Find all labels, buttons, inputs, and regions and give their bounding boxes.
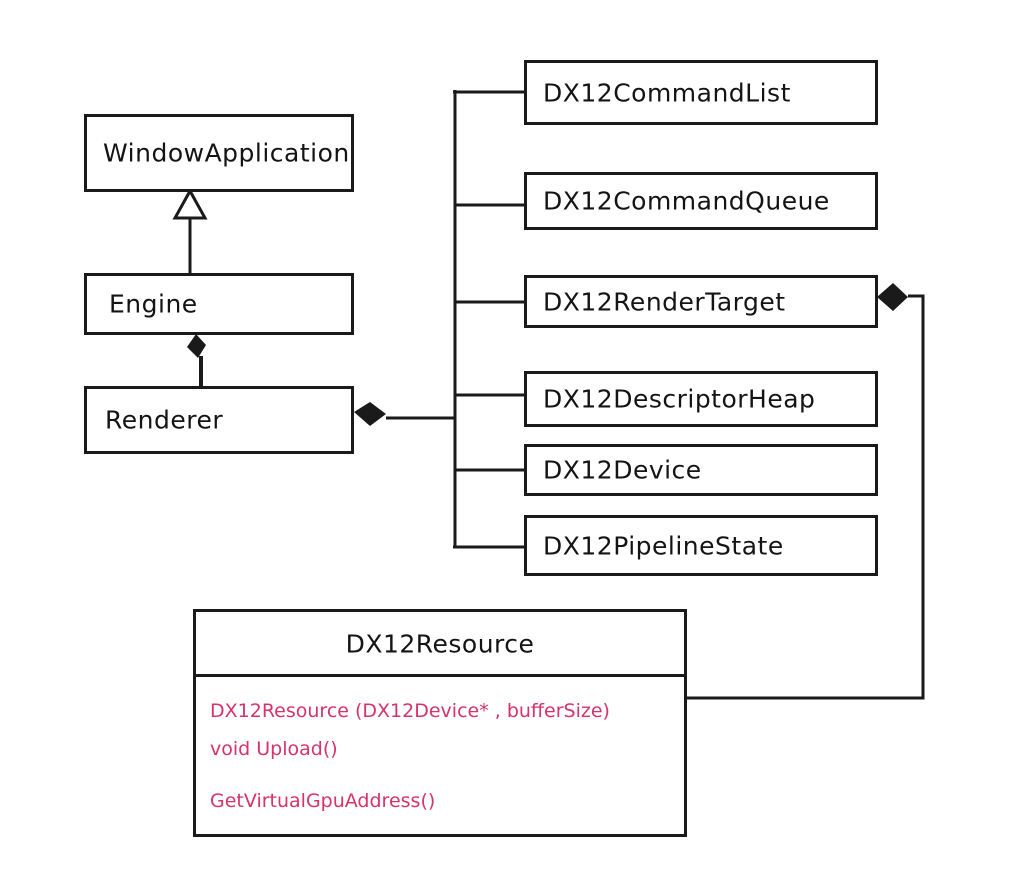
class-divider xyxy=(196,674,684,677)
class-dx12-device[interactable]: DX12Device xyxy=(524,444,878,496)
class-name: Renderer xyxy=(105,405,224,435)
class-window-application[interactable]: WindowApplication xyxy=(84,114,354,192)
class-dx12-pipeline-state[interactable]: DX12PipelineState xyxy=(524,515,878,576)
composition-line-resource-render-target xyxy=(685,294,925,700)
class-renderer[interactable]: Renderer xyxy=(84,386,354,454)
class-name: DX12DescriptorHeap xyxy=(543,384,816,414)
class-name: WindowApplication xyxy=(103,138,350,168)
composition-diamond-icon xyxy=(877,283,908,311)
class-name: DX12RenderTarget xyxy=(543,287,786,316)
class-name: DX12Resource xyxy=(345,629,535,659)
class-name: DX12CommandQueue xyxy=(543,186,830,216)
class-name: DX12Device xyxy=(543,455,702,485)
class-dx12-command-list[interactable]: DX12CommandList xyxy=(524,60,878,125)
class-dx12-descriptor-heap[interactable]: DX12DescriptorHeap xyxy=(524,371,878,427)
method-constructor: DX12Resource (DX12Device* , bufferSize) xyxy=(210,700,610,722)
class-header: DX12Resource xyxy=(196,612,684,676)
class-name: DX12CommandList xyxy=(543,78,791,107)
method-upload: void Upload() xyxy=(210,738,338,760)
class-dx12-render-target[interactable]: DX12RenderTarget xyxy=(524,275,878,328)
class-name: DX12PipelineState xyxy=(543,531,784,560)
class-dx12-resource[interactable]: DX12Resource DX12Resource (DX12Device* ,… xyxy=(193,609,687,837)
method-get-virtual-gpu-address: GetVirtualGpuAddress() xyxy=(210,790,436,812)
composition-diamond-icon xyxy=(187,334,206,358)
composition-diamond-icon xyxy=(354,402,386,426)
class-dx12-command-queue[interactable]: DX12CommandQueue xyxy=(524,172,878,230)
class-name: Engine xyxy=(109,289,198,319)
class-engine[interactable]: Engine xyxy=(84,273,354,335)
inheritance-arrow-icon xyxy=(172,187,208,220)
